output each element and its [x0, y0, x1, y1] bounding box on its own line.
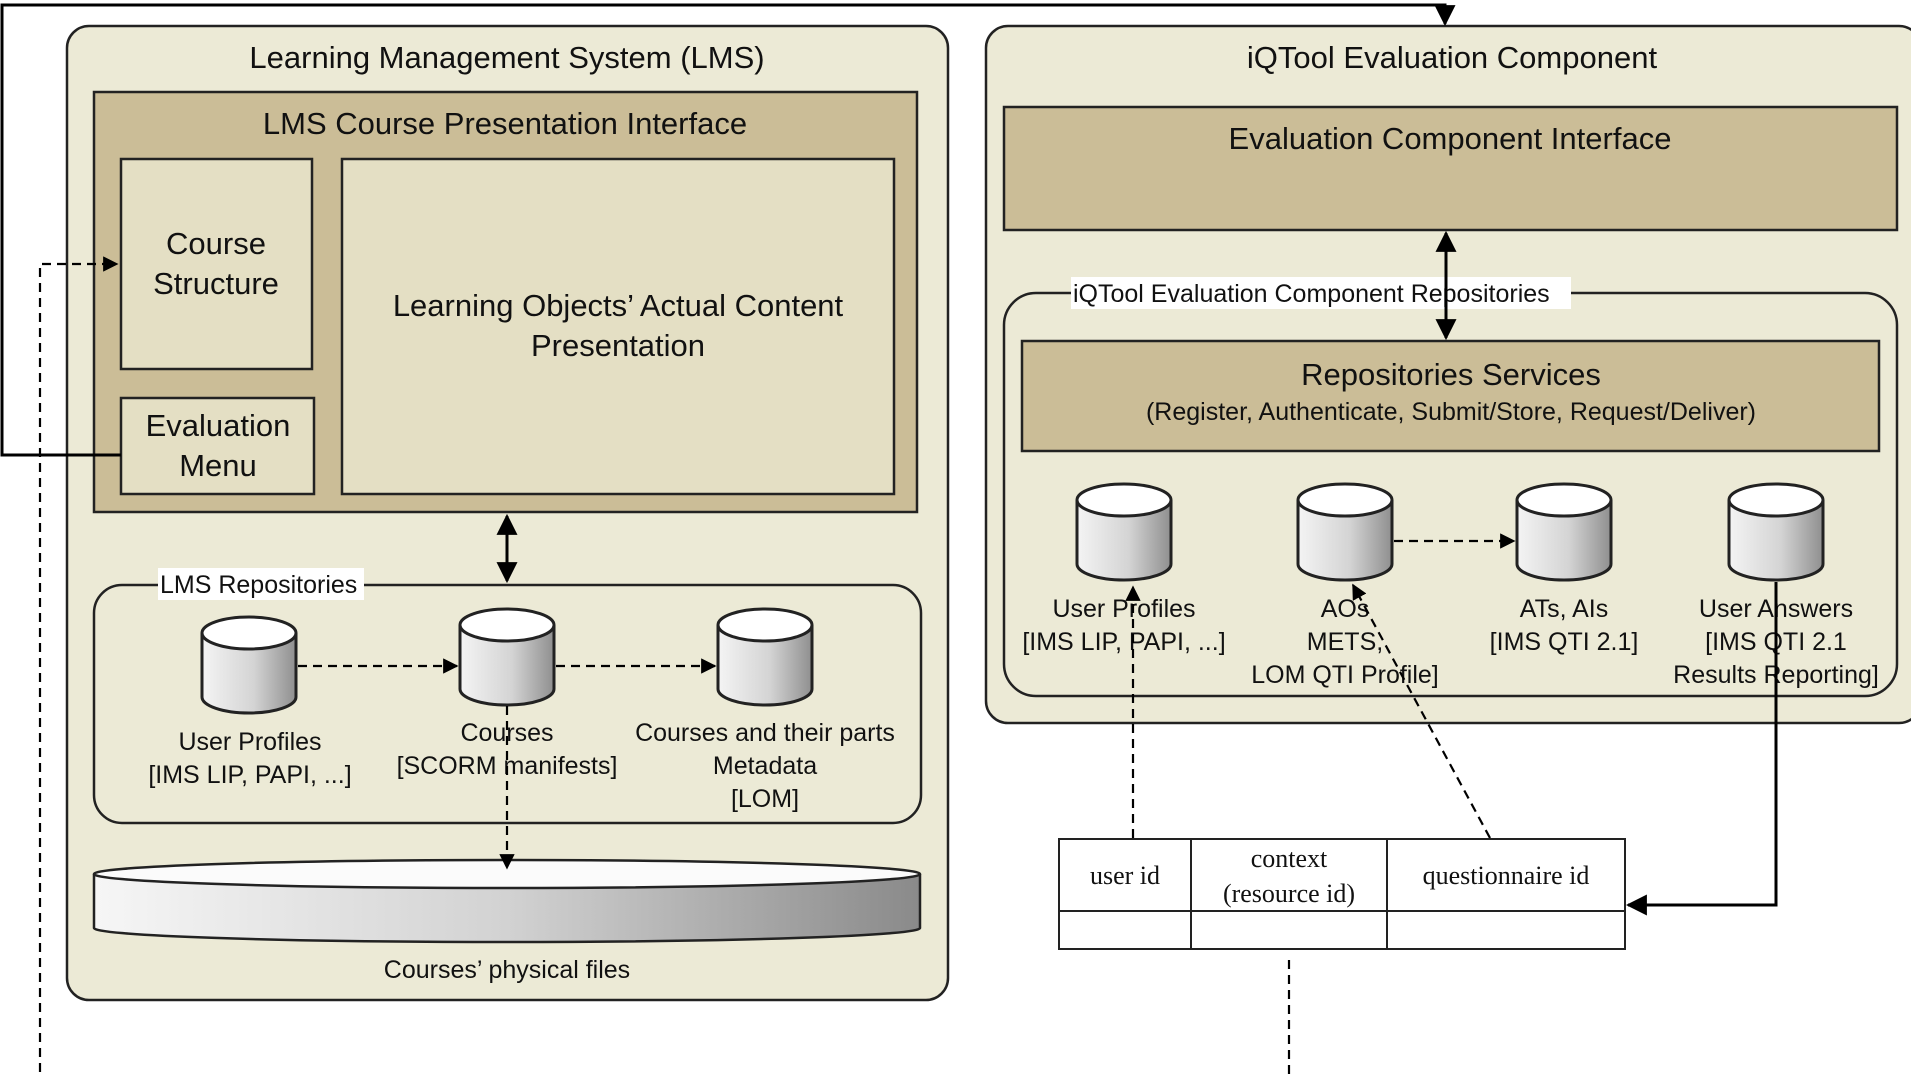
iq-ats-cylinder — [1515, 482, 1613, 582]
lms-user-profiles-label-1: User Profiles — [178, 728, 321, 756]
evaluation-menu-box: Evaluation Menu — [119, 396, 316, 496]
iq-user-profiles-label-2: [IMS LIP, PAPI, ...] — [1022, 628, 1225, 656]
lms-courses-cylinder — [458, 607, 556, 707]
lms-metadata-label-1: Courses and their parts — [635, 719, 895, 747]
evaluation-menu-label-1: Evaluation — [146, 408, 291, 443]
repositories-services-subtitle: (Register, Authenticate, Submit/Store, R… — [1146, 398, 1756, 426]
lms-user-profiles-label-2: [IMS LIP, PAPI, ...] — [148, 761, 351, 789]
repositories-services-box: Repositories Services (Register, Authent… — [1020, 339, 1881, 453]
iq-ats-label-1: ATs, AIs — [1520, 595, 1608, 623]
iq-user-profiles-cylinder — [1075, 482, 1173, 582]
lms-repositories-title: LMS Repositories — [160, 571, 357, 599]
lms-title: Learning Management System (LMS) — [249, 40, 764, 75]
table-header-questionnaire-id: questionnaire id — [1423, 861, 1590, 890]
iqtool-repositories-title: iQTool Evaluation Component Repositories — [1073, 280, 1550, 308]
iq-answers-cylinder — [1727, 482, 1825, 582]
iq-user-profiles-label-1: User Profiles — [1052, 595, 1195, 623]
table-header-context-1: context — [1251, 844, 1328, 873]
table-header-context-2: (resource id) — [1223, 879, 1355, 908]
content-presentation-label-1: Learning Objects’ Actual Content — [393, 288, 844, 323]
table-to-aos-arrow — [1352, 583, 1491, 839]
content-presentation-box: Learning Objects’ Actual Content Present… — [340, 157, 896, 496]
iqtool-title: iQTool Evaluation Component — [1247, 40, 1658, 75]
evaluation-component-interface: Evaluation Component Interface — [1002, 105, 1899, 232]
evaluation-menu-label-2: Menu — [179, 448, 257, 483]
evaluation-interface-label: Evaluation Component Interface — [1229, 121, 1672, 156]
iq-aos-label-3: LOM QTI Profile] — [1251, 661, 1439, 689]
context-table: user id context (resource id) questionna… — [1058, 838, 1626, 950]
physical-files-label: Courses’ physical files — [384, 956, 630, 984]
iq-aos-cylinder — [1296, 482, 1394, 582]
iq-ats-label-2: [IMS QTI 2.1] — [1490, 628, 1639, 656]
table-header-user-id: user id — [1090, 861, 1160, 890]
course-structure-label-2: Structure — [153, 266, 279, 301]
lms-metadata-label-2: Metadata — [713, 752, 817, 780]
lms-metadata-cylinder — [716, 607, 814, 707]
iq-aos-label-2: METS, — [1307, 628, 1383, 656]
evaluation-menu-to-iqtool-arrow — [0, 3, 1456, 457]
iq-aos-label-1: AOs — [1321, 595, 1370, 623]
course-structure-feed-arrow — [38, 256, 119, 1072]
physical-files-disk — [92, 858, 922, 944]
course-structure-box: Course Structure — [119, 157, 314, 371]
course-structure-label-1: Course — [166, 226, 266, 261]
presentation-interface-title: LMS Course Presentation Interface — [263, 106, 747, 141]
content-presentation-label-2: Presentation — [531, 328, 705, 363]
answers-to-table-arrow — [1625, 582, 1778, 916]
lms-user-profiles-cylinder — [200, 615, 298, 715]
repositories-services-title: Repositories Services — [1301, 357, 1601, 392]
lms-metadata-label-3: [LOM] — [731, 785, 799, 813]
